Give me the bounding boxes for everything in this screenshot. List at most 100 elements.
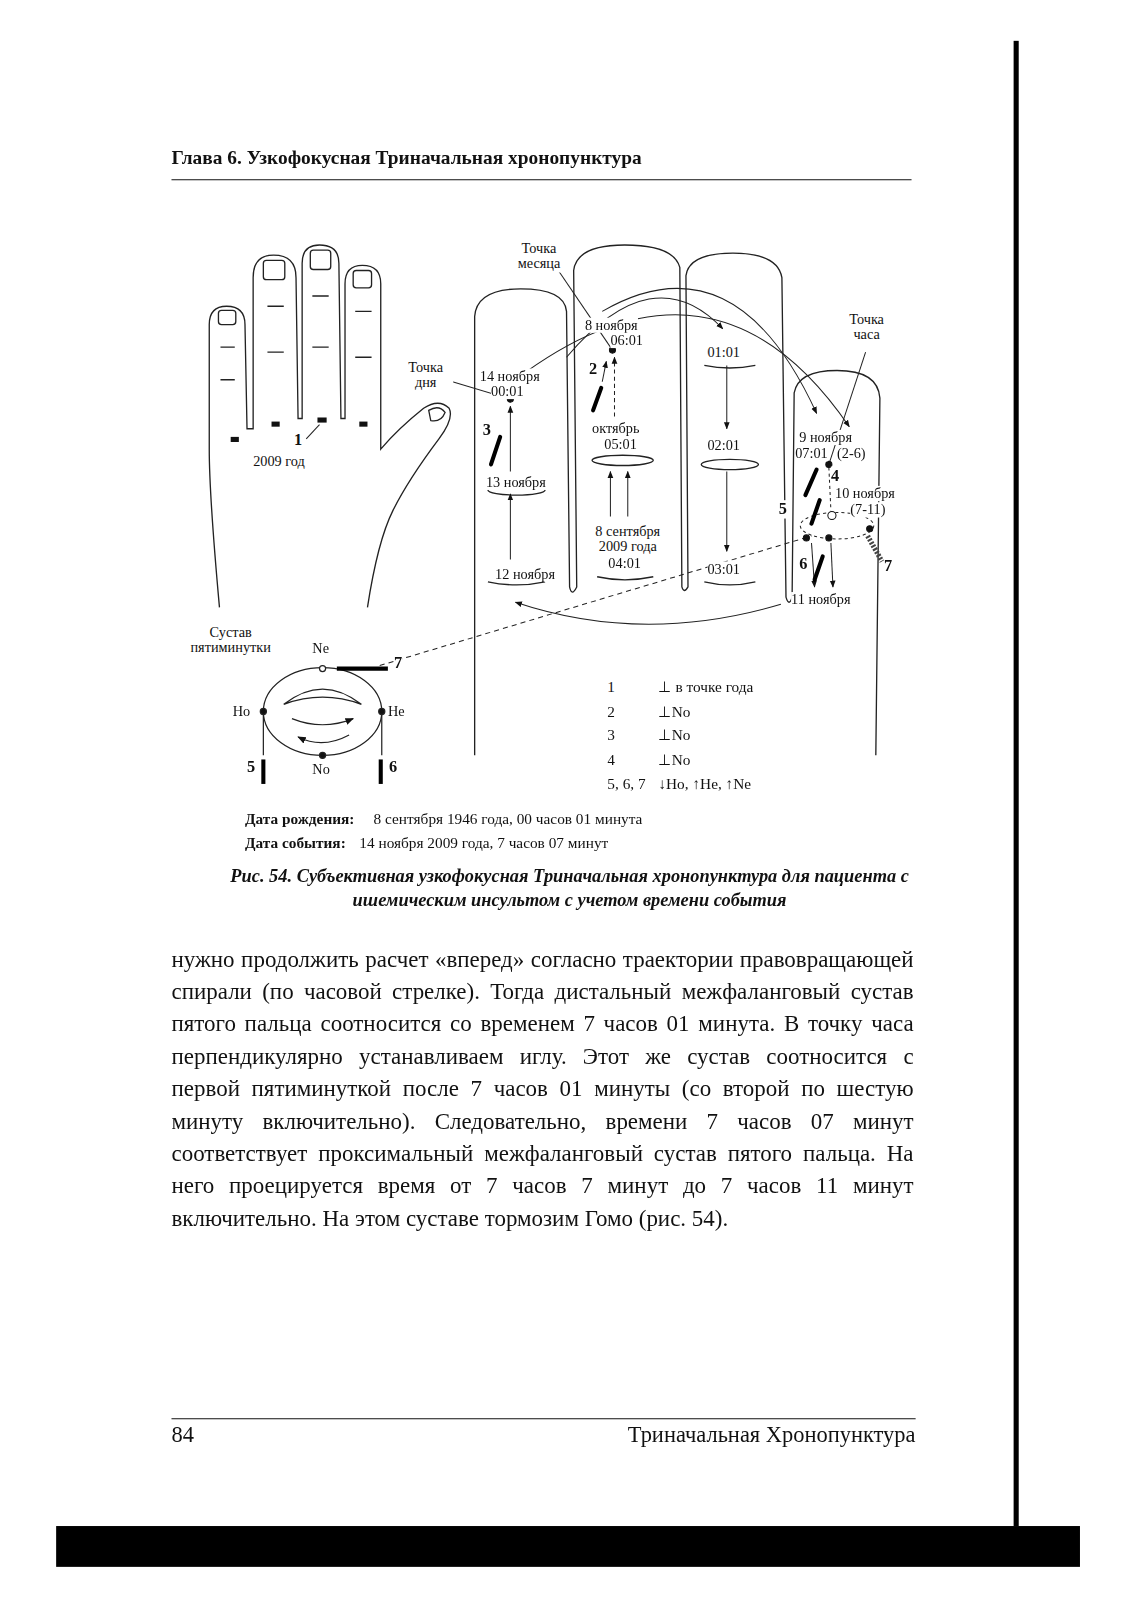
left-hand-part	[220, 296, 371, 380]
spiral-arrows-part	[610, 472, 611, 517]
spiral-arrows-part	[602, 288, 816, 413]
right-hand-part	[701, 459, 758, 469]
joint-diagram-part	[298, 735, 349, 743]
point-name: He	[388, 703, 405, 719]
joint-diagram-part	[263, 711, 264, 755]
left-hand	[209, 245, 450, 607]
left-hand-part	[306, 425, 319, 439]
spiral-arrows-part	[627, 472, 628, 517]
date-label: 10 ноября	[835, 486, 895, 502]
time-label: 07:01	[795, 446, 828, 462]
left-hand-part-part	[359, 422, 367, 427]
table-cell: 3	[607, 727, 615, 744]
joint-diagram-part-part	[261, 759, 265, 783]
points-part	[867, 526, 873, 532]
table-cell: 1	[607, 679, 615, 696]
point-name: No	[312, 761, 329, 777]
date-value: 14 ноября 2009 года, 7 часов 07 минут	[359, 835, 608, 852]
callout-number: 5	[779, 500, 787, 518]
points-part	[803, 535, 809, 541]
spiral-arrows-part	[380, 536, 812, 666]
left-hand-part-part	[272, 422, 280, 427]
table-cell: ⊥ в точке года	[658, 679, 753, 696]
joint-diagram-part-part	[260, 708, 266, 714]
time-label: 02:01	[707, 438, 740, 454]
callout-number: 3	[483, 421, 491, 439]
page-frame-part	[56, 1526, 1080, 1567]
callout-number: 6	[799, 554, 807, 572]
left-hand-part	[353, 271, 371, 288]
date-label: 12 ноября	[495, 567, 555, 583]
time-label: 03:01	[707, 561, 740, 577]
date-label: октябрь	[592, 421, 639, 437]
table-cell: 2	[607, 703, 615, 720]
time-label: 06:01	[610, 333, 643, 349]
date-label: 8 ноября	[585, 317, 638, 333]
callout-number: 7	[884, 556, 892, 574]
callout-number: 4	[831, 466, 839, 484]
left-hand-part	[310, 250, 330, 269]
table-cell: ⊥No	[658, 703, 690, 720]
left-hand-part	[263, 260, 284, 279]
spiral-arrows-part	[614, 357, 615, 416]
joint-label: Сустав пятиминутки	[171, 625, 289, 656]
time-label: 05:01	[604, 437, 637, 453]
spiral-arrows-part	[602, 361, 606, 381]
joint-diagram-part-part	[379, 759, 383, 783]
table-cell: ⊥No	[658, 727, 690, 744]
joint-diagram-part	[292, 719, 353, 725]
right-hand-part	[597, 577, 653, 580]
needles-part	[868, 536, 882, 562]
minute-range: (7-11)	[850, 502, 885, 518]
left-hand-part	[429, 408, 445, 421]
date-label: 11 ноября	[791, 592, 850, 608]
spiral-arrows-part	[515, 315, 849, 427]
callout-number: 7	[394, 653, 402, 671]
right-hand	[475, 245, 880, 755]
page-number: 84	[171, 1423, 193, 1448]
callout-number: 6	[389, 757, 397, 775]
spiral-arrows-part	[556, 267, 612, 350]
joint-diagram-part	[263, 668, 381, 756]
point-label: Точка месяца	[507, 241, 570, 272]
spiral-arrows	[380, 267, 874, 665]
spiral-arrows-part	[829, 352, 866, 464]
callout-number: 1	[294, 431, 302, 449]
joint-diagram-part	[381, 711, 382, 755]
left-hand-part-part	[231, 437, 239, 442]
point-label: Точка дня	[398, 359, 453, 390]
time-label: 01:01	[707, 345, 740, 361]
time-label: 04:01	[608, 555, 641, 571]
date-label: 14 ноября	[480, 368, 540, 384]
date-value: 8 сентября 1946 года, 00 часов 01 минута	[374, 810, 643, 827]
right-hand-part	[592, 455, 653, 465]
date-heading: Дата события:	[245, 835, 346, 852]
spiral-arrows-part	[515, 602, 780, 624]
spiral-arrows-part	[510, 406, 511, 471]
points	[507, 347, 872, 541]
point-name: Ne	[312, 641, 329, 657]
right-hand-part	[488, 582, 545, 585]
date-label: 13 ноября	[486, 475, 546, 491]
needles-part	[805, 470, 816, 496]
points-part	[828, 511, 836, 519]
spiral-arrows-part	[831, 543, 833, 587]
page-frame-part	[1014, 41, 1019, 1526]
joint-diagram-part-part	[379, 708, 385, 714]
needles-part	[593, 388, 601, 410]
figure-caption: Рис. 54. Субъективная узкофокусная Трина…	[223, 864, 917, 913]
time-label: 00:01	[491, 384, 524, 400]
joint-diagram-part-part	[319, 752, 325, 758]
spiral-arrows-part	[510, 494, 511, 559]
page-frame-part	[171, 179, 911, 180]
needles-part	[491, 437, 500, 465]
left-hand-part	[209, 245, 450, 607]
table-cell: ↓Ho, ↑He, ↑Ne	[658, 776, 751, 793]
date-label: 9 ноября	[799, 430, 852, 446]
needles	[491, 388, 882, 580]
chapter-heading: Глава 6. Узкофокусная Триначальная хроно…	[171, 148, 641, 169]
joint-diagram-part	[260, 708, 385, 758]
minute-range: (2-6)	[837, 446, 866, 462]
right-hand-part	[704, 582, 755, 585]
callout-number: 2	[589, 359, 597, 377]
